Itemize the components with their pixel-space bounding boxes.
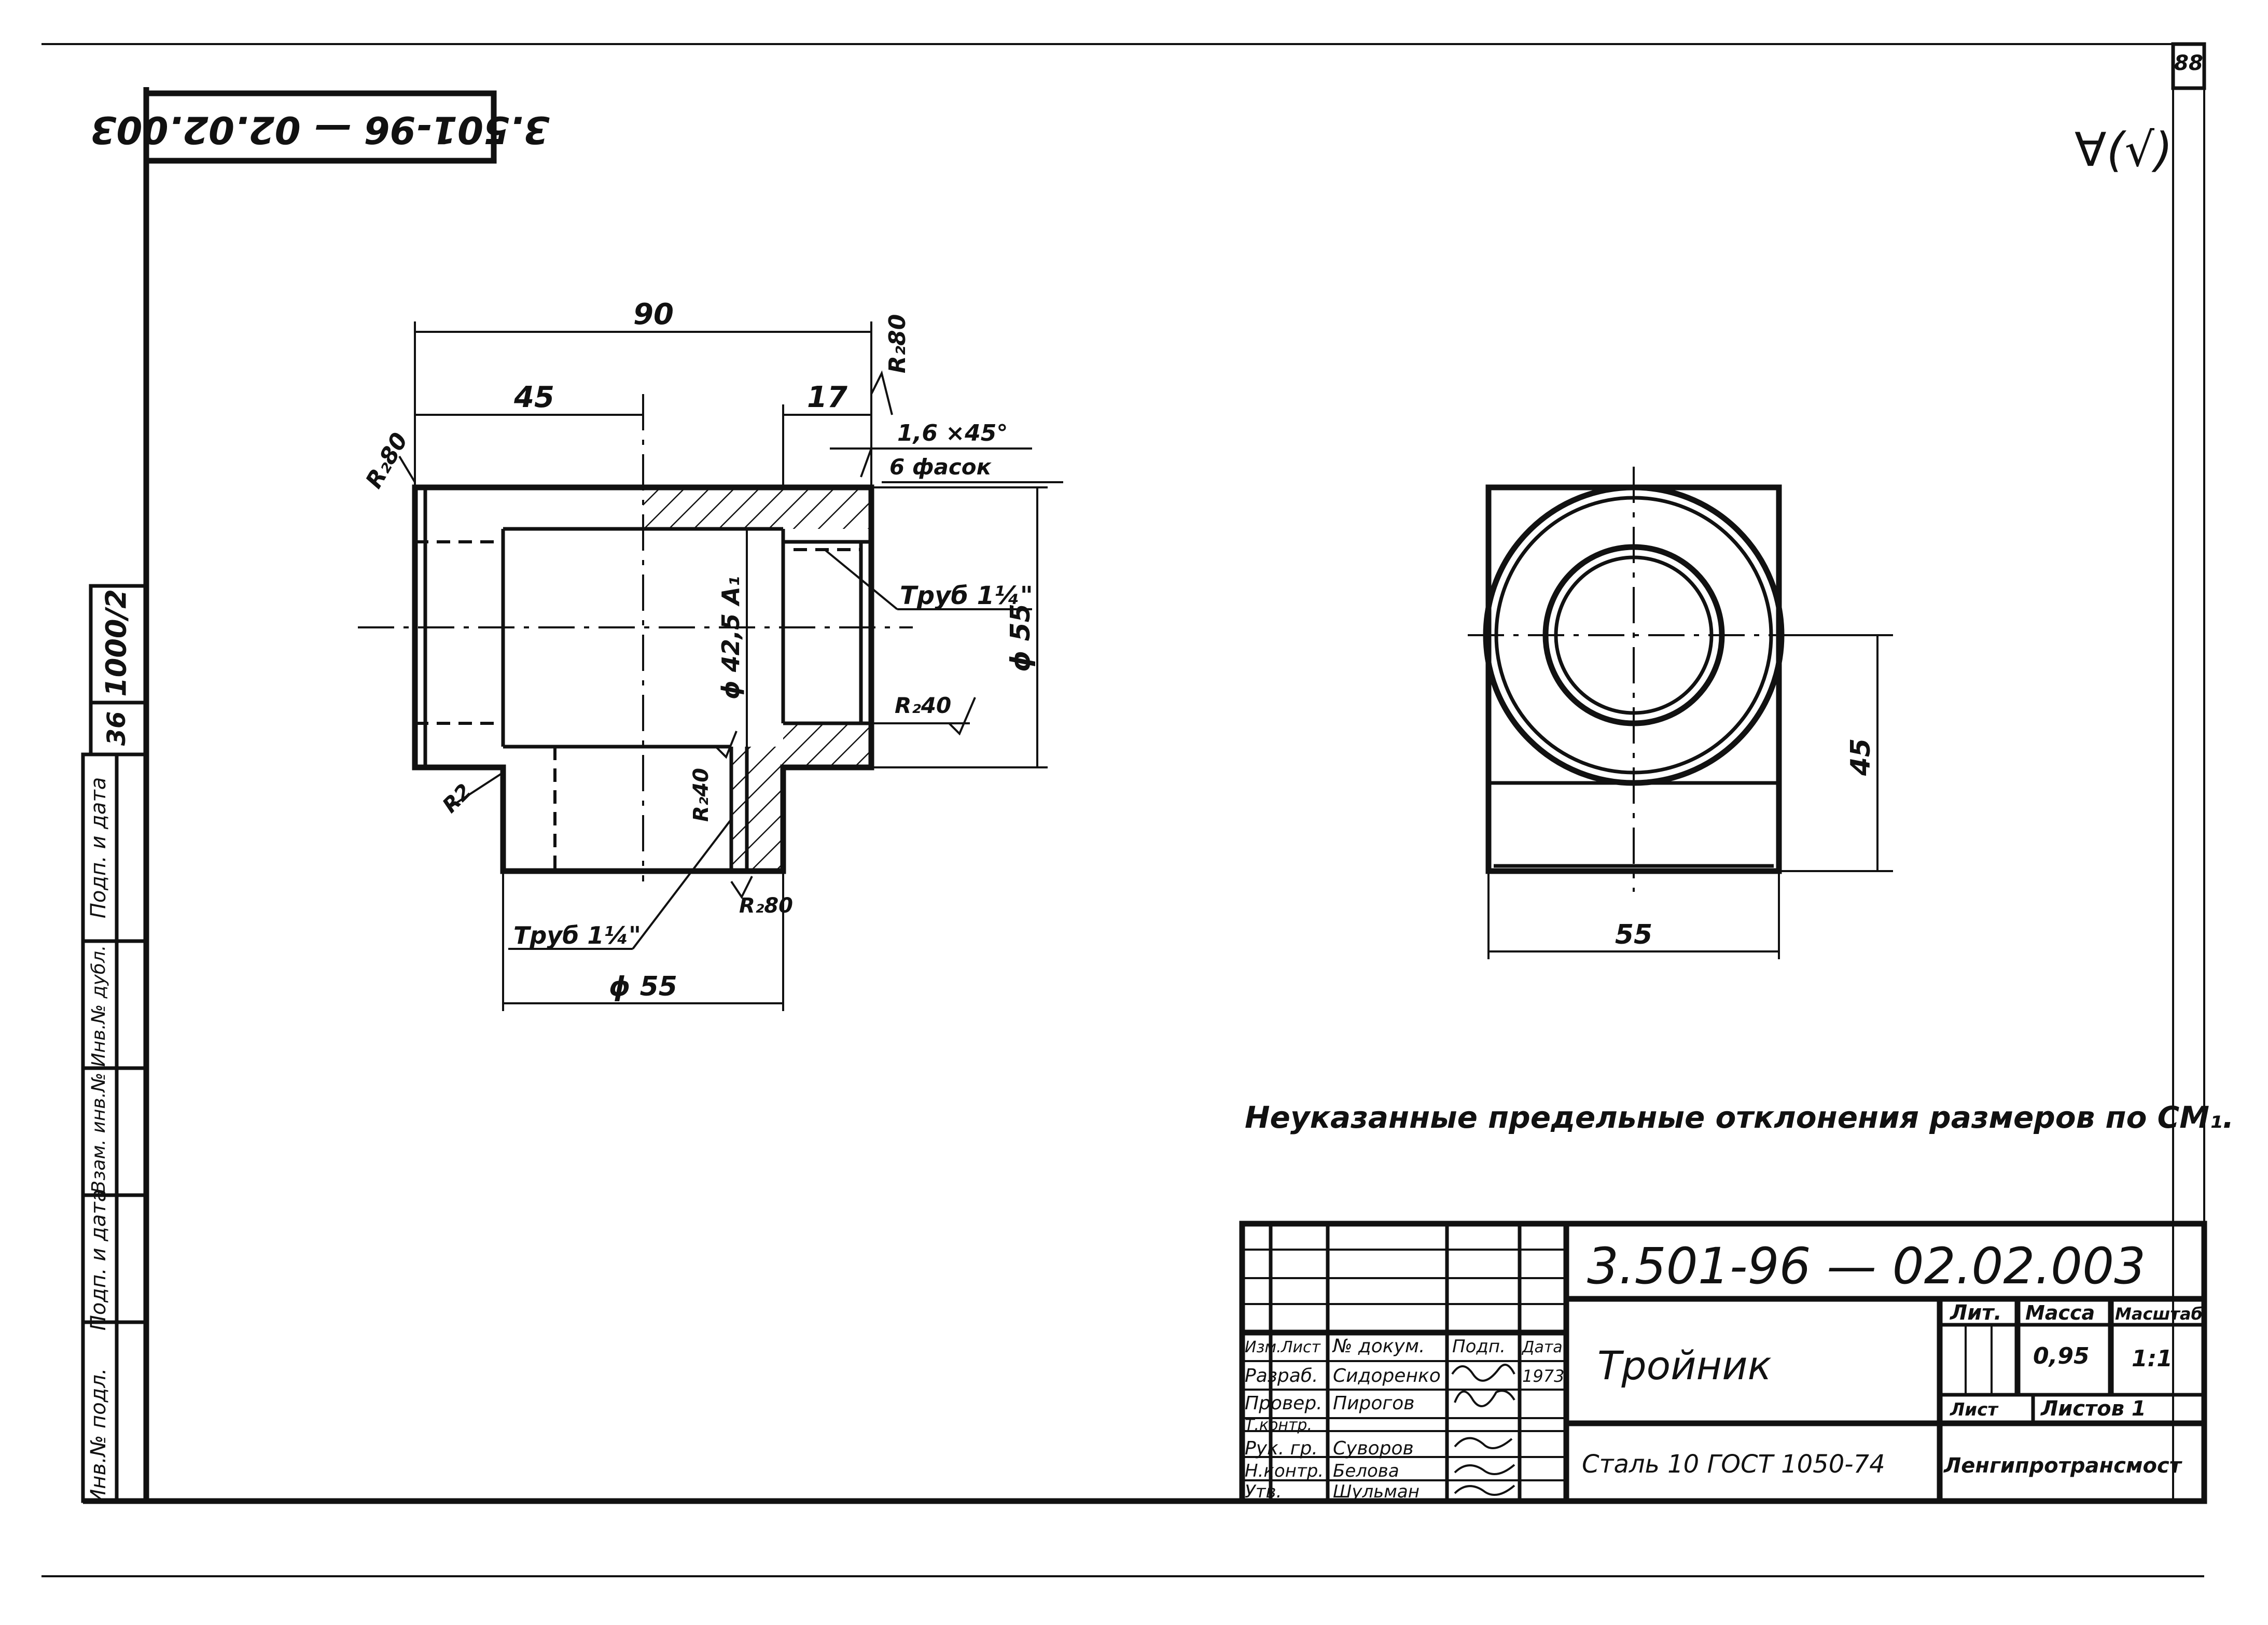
roughness-inner: R₂40	[689, 768, 713, 822]
side-strip: 36 1000/2 Инв.№ подл. Подп. и дата Взам.…	[81, 584, 148, 1505]
side-dim-45: 45	[1845, 738, 1876, 776]
section-view: 90 45 17 R₂80 R₂80 1,6 ×45° 6 фасок Труб…	[358, 298, 1063, 1011]
tb-scale-label: Масштаб	[2115, 1304, 2203, 1324]
top-doc-code: 3.501-96 — 02.02.003	[90, 108, 549, 151]
tb-designation: 3.501-96 — 02.02.003	[1587, 1237, 2146, 1295]
tb-name: Сидоренко	[1333, 1365, 1441, 1386]
strip-cell-label: Подп. и дата	[87, 1189, 110, 1330]
tb-name: Пирогов	[1333, 1393, 1415, 1414]
title-block: Изм. Лист № докум. Подп. Дата Разраб. Си…	[1239, 1221, 2207, 1504]
tb-header: Лист	[1281, 1338, 1321, 1356]
tb-role: Провер.	[1245, 1393, 1323, 1414]
sheet-border	[41, 43, 2205, 1577]
bore-diameter: ϕ 42,5 A₁	[717, 576, 745, 699]
roughness-left: R₂80	[360, 428, 413, 493]
tb-scale-value: 1:1	[2132, 1346, 2173, 1372]
tb-role: Разраб.	[1245, 1365, 1318, 1386]
tb-sheets-label: Листов 1	[2040, 1397, 2146, 1421]
roughness-bottom: R₂80	[739, 894, 793, 918]
tb-sheet-label: Лист	[1950, 1399, 1999, 1420]
chamfer-note: 6 фасок	[889, 454, 992, 480]
strip-cell-label: Взам. инв.№	[88, 1073, 109, 1194]
page-number: 88	[2174, 51, 2203, 75]
signatures	[1451, 1364, 1515, 1496]
tb-material: Сталь 10 ГОСТ 1050-74	[1582, 1450, 1885, 1479]
tb-header: Изм.	[1245, 1338, 1282, 1356]
thread-bottom: Труб 1¼"	[513, 921, 641, 949]
strip-cell-label: Инв.№ дубл.	[88, 945, 109, 1067]
tb-lit-label: Лит.	[1950, 1301, 2002, 1325]
tb-header: Подп.	[1452, 1336, 1506, 1357]
strip-cell-label: Инв.№ подл.	[87, 1368, 110, 1504]
tb-role: Утв.	[1245, 1481, 1282, 1502]
roughness-mid: R₂40	[895, 693, 951, 718]
tb-role: Н.контр.	[1245, 1461, 1324, 1481]
tb-role: Рук. гр.	[1245, 1438, 1318, 1459]
hatch-branch-wall	[731, 747, 783, 871]
tb-part-name: Тройник	[1597, 1342, 1772, 1389]
dim-17: 17	[807, 381, 847, 414]
tb-role: Т.контр.	[1245, 1416, 1312, 1434]
branch-diameter: ϕ 55	[609, 971, 677, 1002]
chamfer-size: 1,6 ×45°	[897, 420, 1008, 446]
tb-header: Дата	[1521, 1338, 1563, 1356]
outer-diameter: ϕ 55	[1005, 604, 1036, 672]
hatch-top-wall	[643, 487, 871, 529]
dim-90: 90	[633, 298, 674, 331]
tb-name: Белова	[1333, 1461, 1399, 1481]
tb-organization: Ленгипротрансмост	[1943, 1454, 2183, 1478]
hatch-right-wall	[783, 723, 871, 767]
stamp-number: 36	[102, 711, 131, 746]
tb-mass-value: 0,95	[2033, 1343, 2090, 1369]
page-number-box: 88	[2171, 42, 2206, 90]
tb-header: № докум.	[1332, 1336, 1425, 1357]
roughness-symbol: ∀(√)	[2075, 123, 2173, 177]
strip-cell-label: Подп. и дата	[87, 777, 110, 918]
tb-mass-label: Масса	[2025, 1301, 2095, 1324]
side-view: 45 55	[1468, 467, 1893, 959]
general-note: Неуказанные предельные отклонения размер…	[1245, 1100, 2234, 1135]
dim-45: 45	[513, 381, 554, 414]
side-dim-55: 55	[1615, 919, 1652, 950]
tb-date: 1973	[1522, 1366, 1564, 1386]
roughness-top: R₂80	[884, 314, 911, 373]
roughness-corner: R2	[438, 779, 477, 818]
stamp-code: 1000/2	[100, 589, 133, 697]
thread-right: Труб 1¼"	[900, 581, 1033, 610]
tb-name: Суворов	[1333, 1438, 1414, 1459]
tb-name: Шульман	[1333, 1481, 1420, 1502]
top-code-box: 3.501-96 — 02.02.003	[90, 90, 550, 164]
